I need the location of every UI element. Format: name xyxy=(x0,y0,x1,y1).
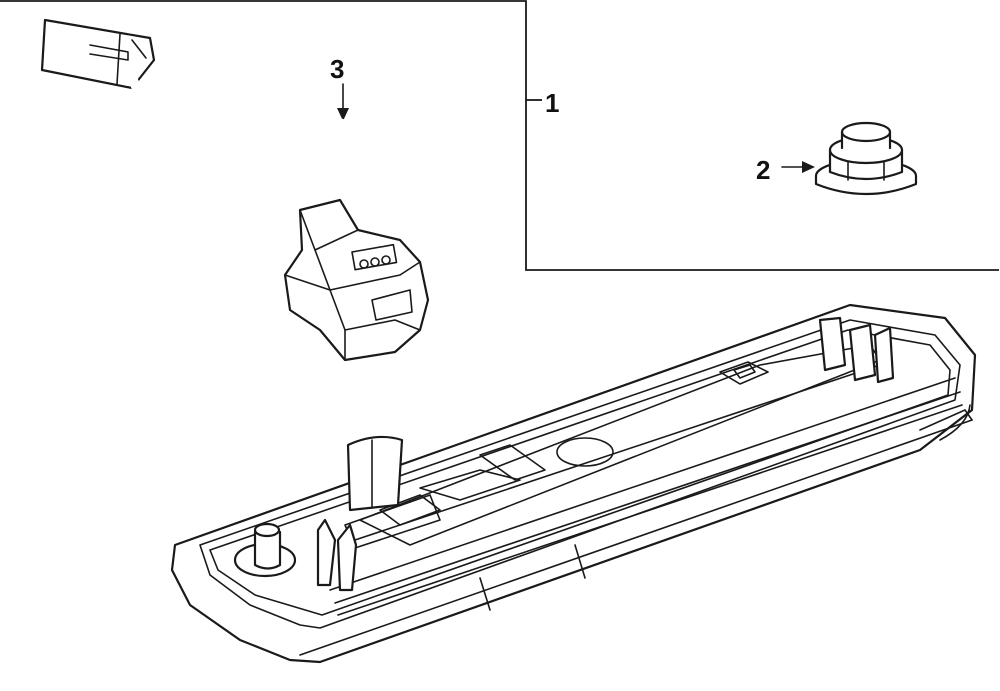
callout-2-arrow xyxy=(781,161,815,173)
assembly-frame xyxy=(0,0,999,271)
callout-3: 3 xyxy=(330,54,344,84)
nut-part-2 xyxy=(814,121,918,196)
callout-2: 2 xyxy=(756,155,770,185)
camera-part-3 xyxy=(40,18,430,362)
callout-3-arrow xyxy=(337,83,349,121)
housing-assembly xyxy=(170,303,977,664)
callout-1: 1 xyxy=(545,88,559,118)
